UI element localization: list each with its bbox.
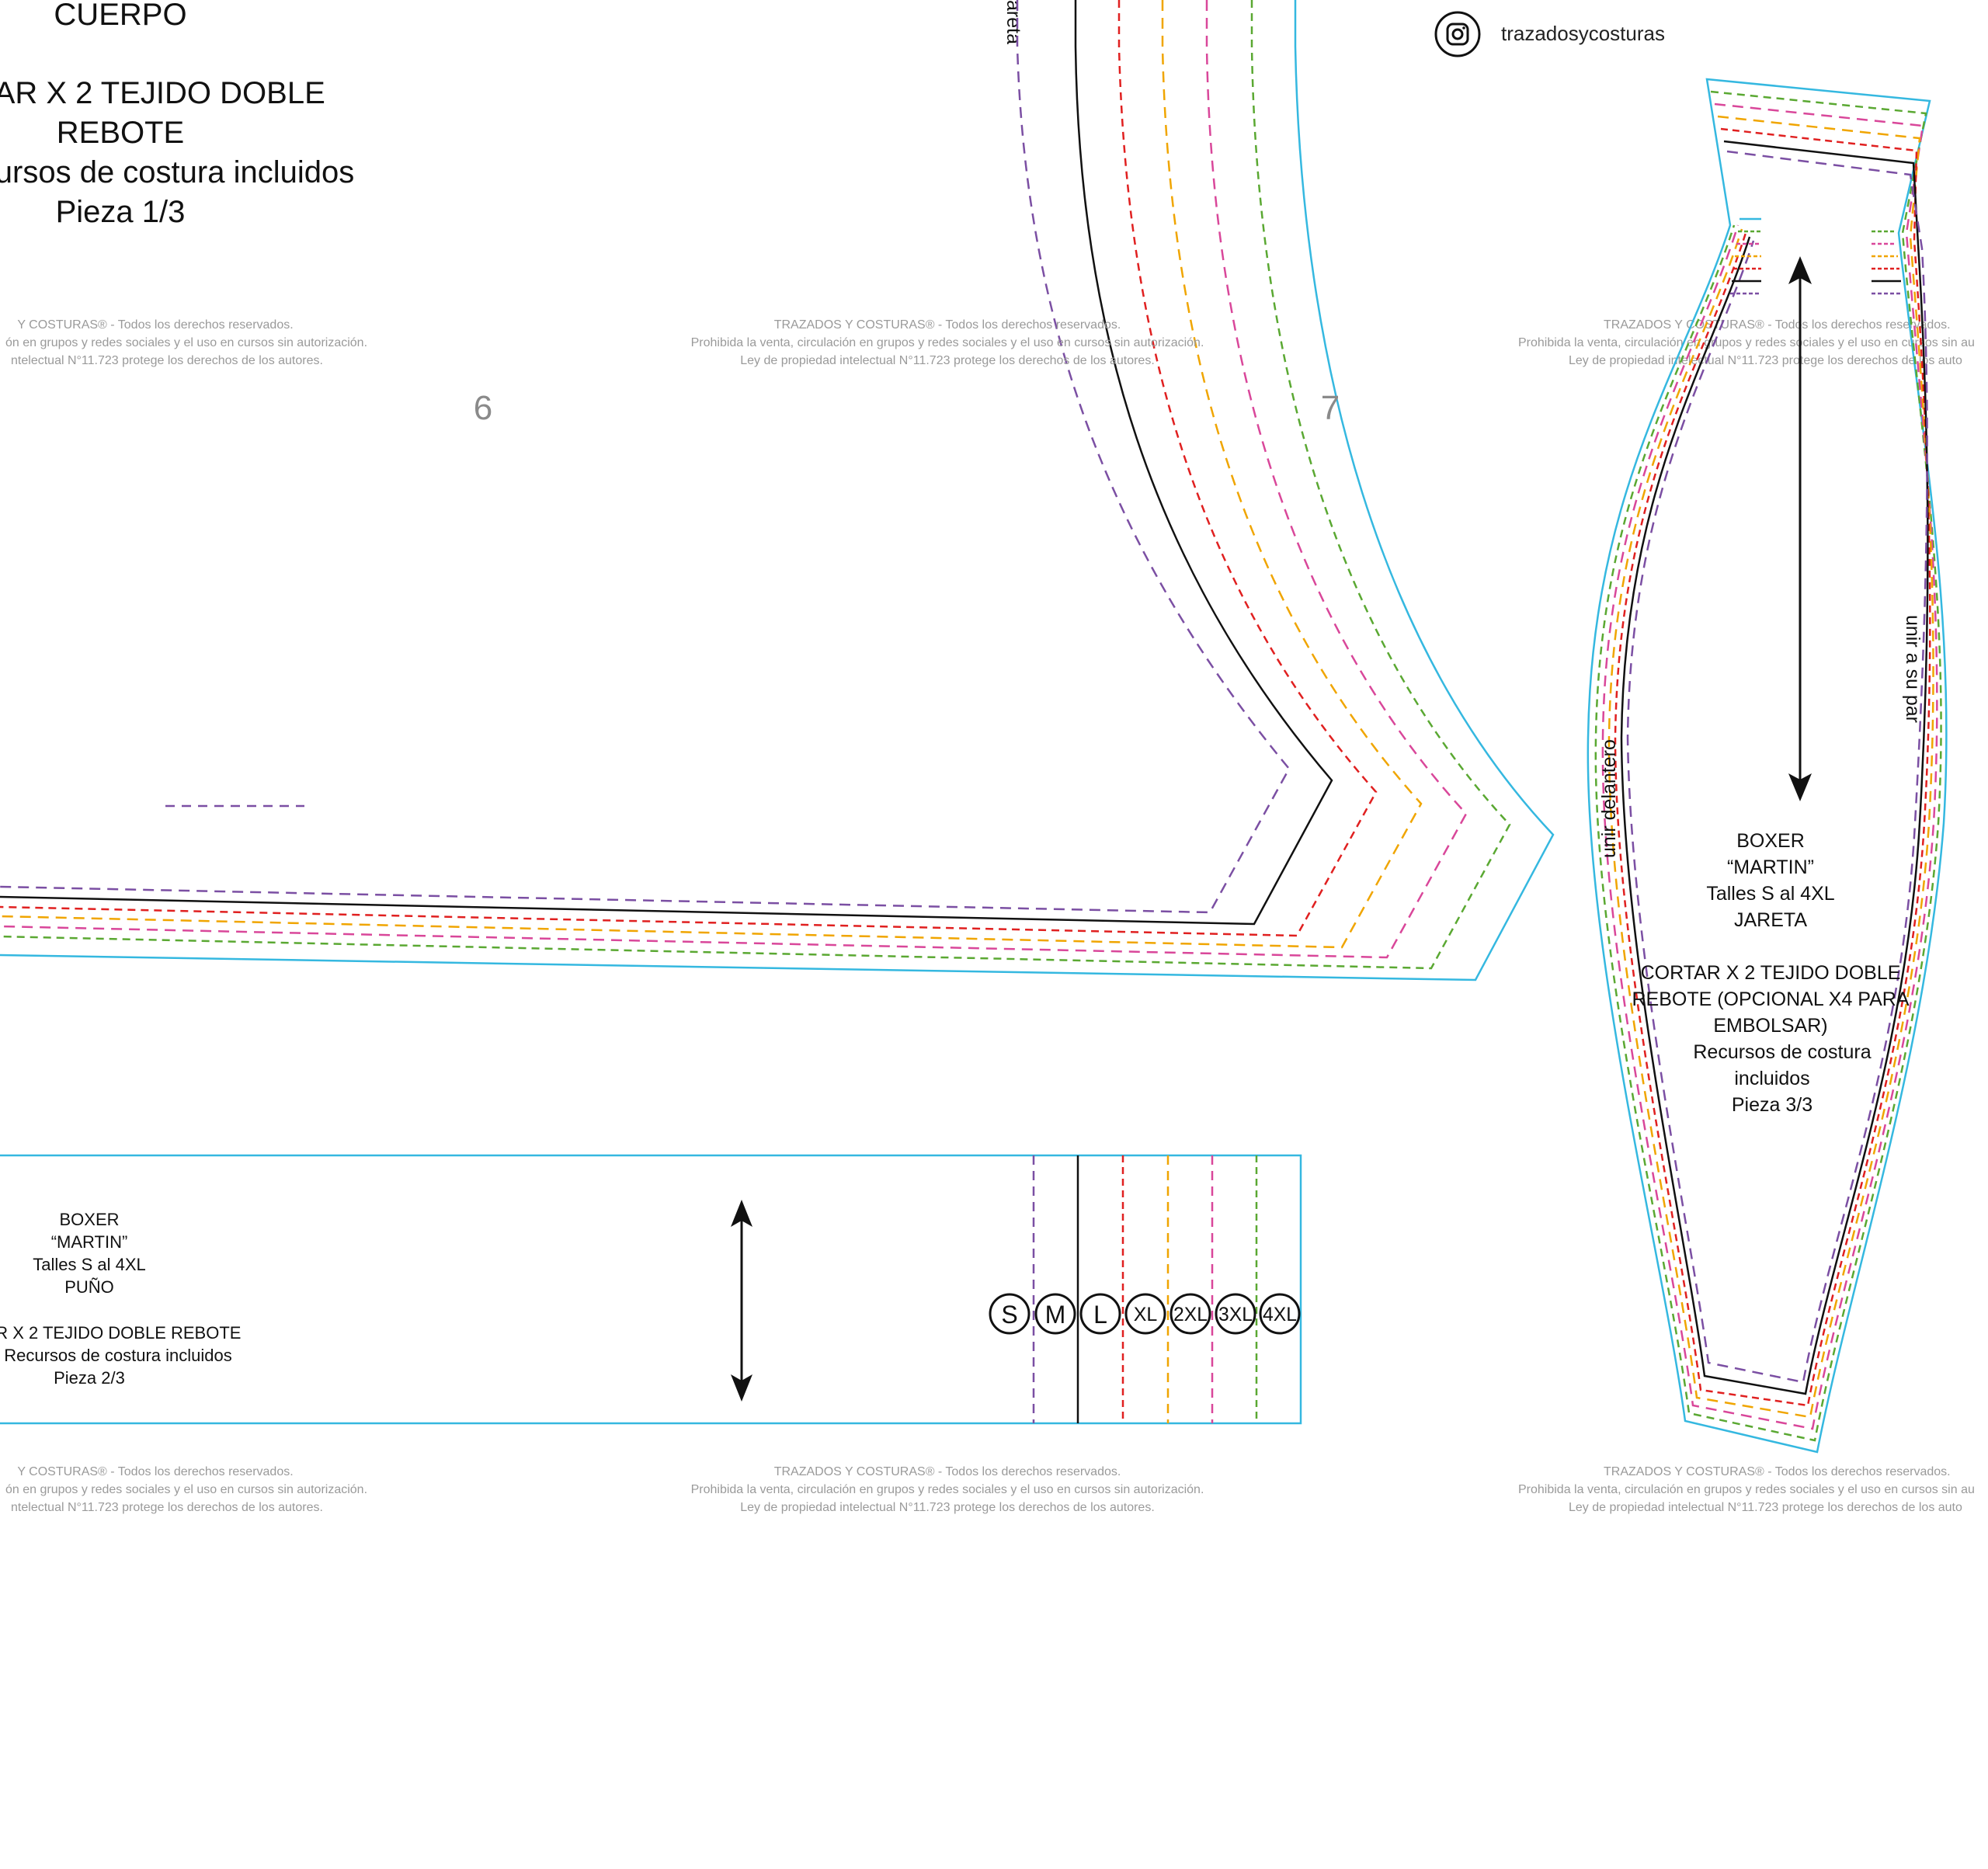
piece1-line-L [0,0,1378,937]
size-badge-label: L [1093,1301,1107,1329]
piece3-text-9: Recursos de costura [1693,1041,1871,1063]
piece3-text-6: CORTAR X 2 TEJIDO DOBLE [1641,962,1901,984]
piece3-text-1: BOXER [1736,830,1805,852]
page-number-7: 7 [1321,389,1340,427]
watermark-line: ntelectual N°11.723 protege los derechos… [11,354,323,367]
piece1-outline [0,0,1555,981]
watermark-top-center: TRAZADOS Y COSTURAS® - Todos los derecho… [691,318,1204,367]
piece2-text-7: Recursos de costura incluidos [4,1346,231,1365]
watermark-bottom-center: TRAZADOS Y COSTURAS® - Todos los derecho… [691,1465,1204,1514]
size-legend: S M L XL 2XL 3XL [989,1293,1301,1335]
piece3-text-11: Pieza 3/3 [1732,1094,1812,1116]
piece3-grain-arrow [1788,256,1812,801]
instagram-handle: trazadosycosturas [1501,22,1665,45]
watermark-bottom-left: Y COSTURAS® - Todos los derechos reserva… [5,1465,367,1514]
piece1-title-line-2: TAR X 2 TEJIDO DOBLE [0,76,325,110]
piece1-line-XL [0,0,1423,949]
size-badge-3XL: 3XL [1215,1293,1256,1335]
piece1-line-2XL [0,0,1468,959]
piece3-text-4: JARETA [1734,909,1807,931]
watermark-line: Prohibida la venta, circulación en grupo… [691,1483,1204,1496]
piece2-text-3: Talles S al 4XL [33,1255,146,1274]
piece1-title-line-5: Pieza 1/3 [56,195,186,229]
size-badge-label: 3XL [1218,1304,1253,1325]
piece2-text-4: PUÑO [64,1277,114,1297]
piece3-text-7: REBOTE (OPCIONAL X4 PARA [1632,988,1909,1010]
watermark-line: TRAZADOS Y COSTURAS® - Todos los derecho… [1604,1465,1951,1478]
watermark-line: ón en grupos y redes sociales y el uso e… [5,1483,367,1496]
piece1-title-line-1: CUERPO [54,0,186,32]
watermark-top-left: Y COSTURAS® - Todos los derechos reserva… [5,318,367,367]
watermark-line: Ley de propiedad intelectual N°11.723 pr… [740,354,1155,367]
piece1-line-3XL [0,0,1511,970]
watermark-bottom-right: TRAZADOS Y COSTURAS® - Todos los derecho… [1518,1465,1975,1514]
piece3-text-3: Talles S al 4XL [1706,883,1834,905]
piece3-outline [1587,78,1948,1454]
size-badge-label: S [1001,1301,1017,1329]
piece1-title: CUERPO TAR X 2 TEJIDO DOBLE REBOTE ursos… [0,0,354,229]
size-badge-2XL: 2XL [1170,1293,1211,1335]
watermark-line: Ley de propiedad intelectual N°11.723 pr… [1569,1501,1962,1514]
piece3-text-8: EMBOLSAR) [1713,1015,1827,1037]
watermark-line: TRAZADOS Y COSTURAS® - Todos los derecho… [774,1465,1121,1478]
watermark-top-right: TRAZADOS Y COSTURAS® - Todos los derecho… [1518,318,1975,367]
size-badge-label: 2XL [1173,1304,1208,1325]
size-badge-label: XL [1134,1304,1158,1325]
piece3-notches [1730,217,1903,295]
watermark-line: TRAZADOS Y COSTURAS® - Todos los derecho… [1604,318,1951,332]
piece1-title-line-4: ursos de costura incluidos [0,155,354,189]
piece3-text-2: “MARTIN” [1727,856,1814,878]
watermark-line: Prohibida la venta, circulación en grupo… [691,336,1204,349]
watermark-line: Y COSTURAS® - Todos los derechos reserva… [17,318,293,332]
instagram-badge: trazadosycosturas [1434,11,1665,57]
piece3-label-left: unir delantero [1598,739,1620,858]
piece3-line-M [1620,140,1929,1395]
piece1-title-line-3: REBOTE [57,116,184,150]
size-badge-XL: XL [1124,1293,1166,1335]
piece3-text-10: incluidos [1734,1068,1809,1089]
size-badge-4XL: 4XL [1259,1293,1301,1335]
piece2-cut-outline [0,1154,1302,1425]
piece3-line-cut [1587,78,1948,1454]
size-badge-label: M [1045,1301,1066,1329]
size-badge-L: L [1079,1293,1121,1335]
page-number-6: 6 [474,389,492,427]
piece3-line-3XL [1594,90,1942,1442]
watermark-line: Prohibida la venta, circulación en grupo… [1518,1483,1975,1496]
piece2-text-1: BOXER [59,1210,119,1229]
piece2: BOXER “MARTIN” Talles S al 4XL PUÑO AR X… [0,1154,1302,1425]
piece1-edge-label: areta [1003,0,1024,44]
piece3: unir delantero unir a su par BOXER “MART… [1587,78,1948,1454]
piece3-label-right: unir a su par [1902,615,1924,723]
watermark-line: ntelectual N°11.723 protege los derechos… [11,1501,323,1514]
watermark-line: TRAZADOS Y COSTURAS® - Todos los derecho… [774,318,1121,332]
piece2-text-6: AR X 2 TEJIDO DOBLE REBOTE [0,1323,241,1343]
piece1-line-cut [0,0,1555,981]
piece1-line-S [0,0,1291,914]
piece3-line-2XL [1601,102,1938,1430]
piece3-line-L [1614,127,1931,1407]
watermark-line: Y COSTURAS® - Todos los derechos reserva… [17,1465,293,1478]
piece3-line-XL [1607,115,1934,1419]
size-badge-M: M [1034,1293,1076,1335]
piece2-text-8: Pieza 2/3 [54,1368,125,1388]
size-badge-label: 4XL [1263,1304,1297,1325]
piece2-text-2: “MARTIN” [51,1232,128,1252]
watermark-line: Ley de propiedad intelectual N°11.723 pr… [1569,354,1962,367]
piece1-line-M [0,0,1333,926]
piece2-grain-arrow [731,1200,752,1402]
instagram-icon [1434,11,1481,57]
watermark-line: Ley de propiedad intelectual N°11.723 pr… [740,1501,1155,1514]
watermark-line: ón en grupos y redes sociales y el uso e… [5,336,367,349]
watermark-line: Prohibida la venta, circulación en grupo… [1518,336,1975,349]
size-badge-S: S [989,1293,1030,1335]
